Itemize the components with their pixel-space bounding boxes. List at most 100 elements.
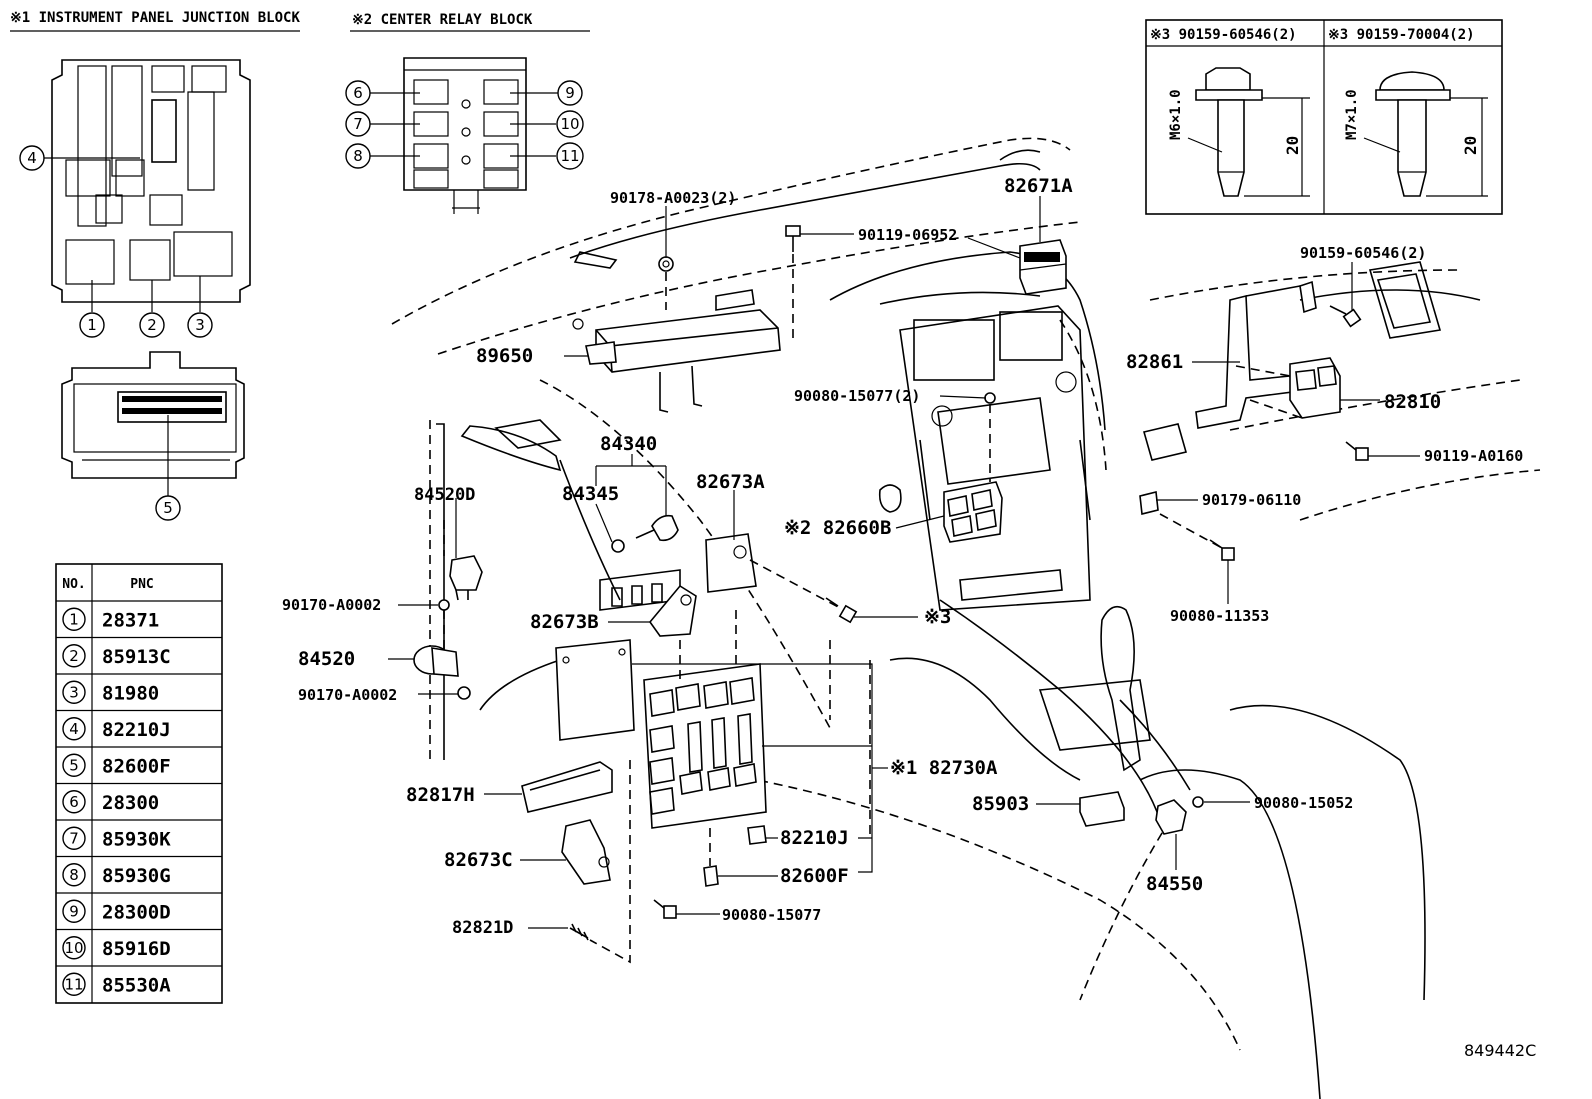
svg-text:6: 6 bbox=[353, 84, 363, 102]
table-row-pnc: 85913C bbox=[102, 646, 171, 668]
label-82730A: ※1 82730A bbox=[890, 757, 998, 779]
table-row-number: 8 bbox=[69, 866, 79, 884]
table-row-pnc: 82210J bbox=[102, 719, 171, 741]
label-89650: 89650 bbox=[476, 345, 533, 367]
part-84340-switch bbox=[611, 514, 679, 553]
table-row-pnc: 28300 bbox=[102, 792, 159, 814]
crb-callout-9: 9 bbox=[510, 80, 583, 106]
svg-text:5: 5 bbox=[163, 499, 173, 517]
part-82600F bbox=[703, 865, 719, 887]
table-row-number-circle bbox=[62, 899, 86, 923]
part-90119-A0160-bolt bbox=[1345, 441, 1369, 461]
svg-text:11: 11 bbox=[560, 147, 579, 165]
label-82660B: ※2 82660B bbox=[784, 517, 891, 539]
dashed-guide-89650 bbox=[665, 254, 794, 340]
table-row-number-circle bbox=[62, 863, 86, 887]
part-90170-nut-a bbox=[438, 599, 450, 611]
ipjb-rear-view bbox=[61, 351, 245, 479]
table-row-number-circle bbox=[62, 644, 86, 668]
table-row-number: 3 bbox=[69, 683, 79, 701]
label-90080-15077: 90080-15077 bbox=[722, 906, 821, 924]
ipjb-callout-2: 2 bbox=[139, 280, 165, 338]
part-82730A-junction-block bbox=[555, 639, 767, 829]
table-row-number-circle bbox=[62, 790, 86, 814]
label-82600F: 82600F bbox=[780, 865, 849, 887]
ipjb-callout-1: 1 bbox=[79, 280, 105, 338]
dashed-guide-82673a bbox=[749, 559, 841, 609]
label-84520: 84520 bbox=[298, 648, 355, 670]
part-85903 bbox=[1079, 791, 1125, 827]
table-row-number: 10 bbox=[64, 939, 83, 957]
table-row-pnc: 85916D bbox=[102, 938, 171, 960]
svg-text:1: 1 bbox=[87, 316, 97, 334]
label-90178-A0023: 90178-A0023(2) bbox=[610, 189, 736, 207]
table-row-number-circle bbox=[62, 972, 86, 996]
svg-text:2: 2 bbox=[147, 316, 157, 334]
table-row-pnc: 85530A bbox=[102, 974, 171, 996]
label-82821D: 82821D bbox=[452, 918, 513, 938]
part-90080-15077-bolt bbox=[653, 899, 677, 919]
ipjb-callout-4: 4 bbox=[19, 145, 140, 171]
label-84345: 84345 bbox=[562, 483, 619, 505]
svg-text:3: 3 bbox=[195, 316, 205, 334]
label-82817H: 82817H bbox=[406, 784, 475, 806]
part-82673A-bracket bbox=[705, 533, 757, 593]
label-84550: 84550 bbox=[1146, 873, 1203, 895]
label-90179-06110: 90179-06110 bbox=[1202, 491, 1301, 509]
label-82861: 82861 bbox=[1126, 351, 1183, 373]
part-90119-06952-bolt bbox=[785, 225, 801, 252]
label-90119-A0160: 90119-A0160 bbox=[1424, 447, 1523, 465]
label-90159-60546: 90159-60546(2) bbox=[1300, 244, 1426, 262]
label-90080-15077-2: 90080-15077(2) bbox=[794, 387, 920, 405]
label-ref3: ※3 bbox=[924, 606, 951, 628]
ipjb-callout-5: 5 bbox=[155, 415, 181, 521]
table-row-pnc: 28300D bbox=[102, 901, 171, 923]
table-row-number: 6 bbox=[69, 793, 79, 811]
label-82810: 82810 bbox=[1384, 391, 1441, 413]
part-82660B-relay-block bbox=[943, 481, 1003, 543]
ipjb-front-view bbox=[51, 59, 251, 303]
label-82673B: 82673B bbox=[530, 611, 599, 633]
table-row-number: 11 bbox=[64, 975, 83, 993]
part-89650-ecu bbox=[572, 289, 781, 413]
table-row-number: 7 bbox=[69, 829, 79, 847]
table-header-pnc: PNC bbox=[130, 577, 153, 592]
table-row-number-circle bbox=[62, 936, 86, 960]
table-row-pnc: 81980 bbox=[102, 682, 159, 704]
crb-callout-6: 6 bbox=[345, 80, 420, 106]
part-90159-60546-bolt bbox=[1329, 305, 1362, 328]
dashboard-outline bbox=[391, 137, 1541, 1099]
part-82810-relay bbox=[1289, 357, 1341, 419]
table-row-pnc: 28371 bbox=[102, 609, 159, 631]
crb-callout-11: 11 bbox=[510, 142, 584, 170]
label-84340: 84340 bbox=[600, 433, 657, 455]
table-row-number-circle bbox=[62, 826, 86, 850]
part-90080-15077-screw-2 bbox=[984, 392, 996, 482]
svg-text:7: 7 bbox=[353, 115, 363, 133]
svg-text:8: 8 bbox=[353, 147, 363, 165]
part-82671A bbox=[1019, 239, 1067, 295]
table-row-number-circle bbox=[62, 680, 86, 704]
part-82673C-bracket bbox=[561, 819, 611, 885]
svg-text:4: 4 bbox=[27, 149, 37, 167]
table-row-pnc: 85930G bbox=[102, 865, 171, 887]
table-row-number: 9 bbox=[69, 902, 79, 920]
bolt-left-length: 20 bbox=[1283, 136, 1302, 155]
ipjb-callout-3: 3 bbox=[187, 276, 213, 338]
part-82821D-pin bbox=[569, 923, 589, 941]
bolt-spec-box: ※3 90159-60546(2) ※3 90159-70004(2) M6×1… bbox=[1145, 19, 1503, 215]
bolt-right-title: ※3 90159-70004(2) bbox=[1328, 27, 1475, 43]
part-ref3-bolt bbox=[825, 597, 858, 624]
dashed-guide-82730 bbox=[679, 610, 737, 680]
label-90080-15052: 90080-15052 bbox=[1254, 794, 1353, 812]
bolt-right-length: 20 bbox=[1461, 136, 1480, 155]
part-90080-15052-screw bbox=[1192, 796, 1204, 808]
part-82817H-cover bbox=[521, 761, 613, 813]
dashed-guide-90179 bbox=[1159, 513, 1223, 549]
bolt-left-thread: M6×1.0 bbox=[1168, 89, 1184, 140]
label-82210J: 82210J bbox=[780, 827, 849, 849]
table-row-number: 4 bbox=[69, 720, 79, 738]
